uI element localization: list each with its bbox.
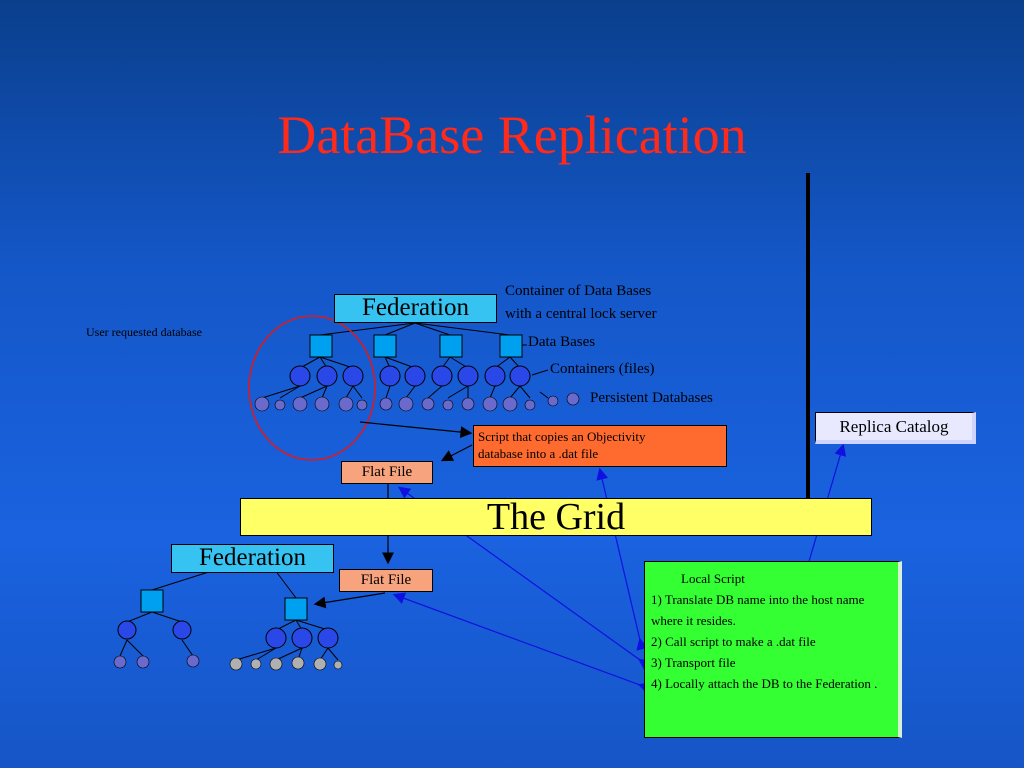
arrow-script-to-flatfile [440,444,473,462]
top-tree-lines [261,322,549,399]
local-script-step-4: 4) Locally attach the DB to the Federati… [651,676,878,691]
script-box: Script that copies an Objectivity databa… [473,425,727,467]
local-script-title: Local Script [681,571,745,586]
arrow-to-script [359,421,473,439]
local-script-box: Local Script 1) Translate DB name into t… [644,561,902,738]
the-grid-label: The Grid [486,496,626,538]
arrow-flatfile-to-db [313,592,386,609]
local-script-step-3: 3) Transport file [651,655,736,670]
flat-file-bottom-box: Flat File [339,569,433,592]
bottom-tree-lines [119,569,339,661]
blue-arrow-local-to-flatfile-bottom [392,592,652,694]
local-script-step-1: 1) Translate DB name into the host name … [651,592,865,628]
data-bases-label: Data Bases [528,334,596,350]
flat-file-top-label: Flat File [361,464,413,480]
bottom-container-circles [117,620,339,649]
flat-file-top-box: Flat File [341,461,433,484]
replica-catalog-box: Replica Catalog [815,412,976,444]
top-container-circles [289,365,531,387]
slide-title: DataBase Replication [277,105,747,165]
bottom-federation-label: Federation [199,544,306,571]
bottom-database-squares [140,589,308,621]
container-note-line1: Container of Data Bases [505,283,652,299]
top-persistent-db-icons [254,392,580,412]
user-requested-circle [248,315,376,461]
script-box-line2: database into a .dat file [478,446,599,461]
flat-file-bottom-label: Flat File [360,572,412,588]
bottom-federation-box: Federation [171,544,334,573]
top-database-squares [309,334,523,358]
containers-label: Containers (files) [550,361,655,377]
local-script-step-2: 2) Call script to make a .dat file [651,634,816,649]
top-federation-box: Federation [334,294,497,323]
top-federation-label: Federation [362,294,469,321]
bottom-persistent-db-icons [113,654,343,671]
user-requested-label: User requested database [86,325,202,339]
script-box-line1: Script that copies an Objectivity [478,429,646,444]
the-grid-bar: The Grid [240,498,872,536]
replica-catalog-label: Replica Catalog [839,417,949,436]
persistent-databases-label: Persistent Databases [590,390,713,406]
container-note-line2: with a central lock server [505,306,657,322]
